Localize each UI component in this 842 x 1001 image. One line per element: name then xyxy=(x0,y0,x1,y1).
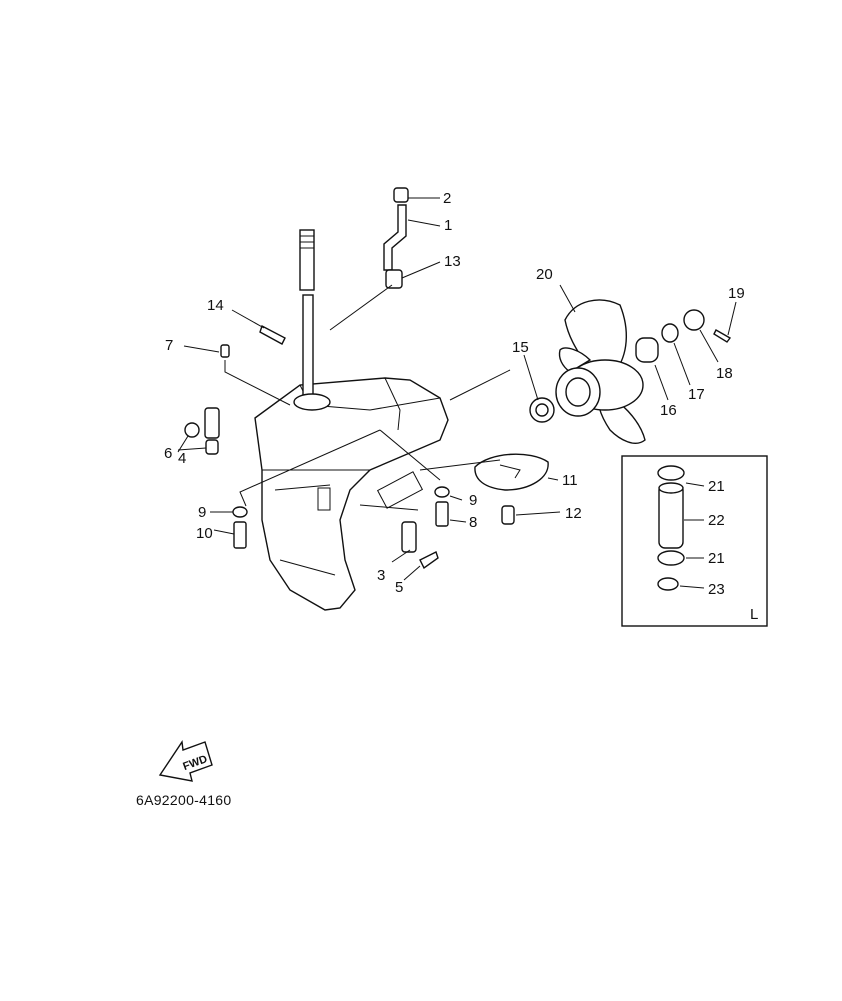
label-4: 4 xyxy=(178,450,186,467)
label-6: 6 xyxy=(164,445,172,462)
inset-box xyxy=(621,455,768,627)
diagram-code: 6A92200-4160 xyxy=(136,792,232,808)
label-1: 1 xyxy=(444,217,452,234)
label-16: 16 xyxy=(660,402,677,419)
propeller xyxy=(555,299,646,444)
label-14: 14 xyxy=(207,297,224,314)
lower-casing xyxy=(254,377,449,611)
label-13: 13 xyxy=(444,253,461,270)
label-11: 11 xyxy=(562,472,578,489)
drive-shaft xyxy=(293,229,331,411)
label-19: 19 xyxy=(728,285,745,302)
label-22: 22 xyxy=(708,512,725,529)
label-10: 10 xyxy=(196,525,213,542)
fasteners xyxy=(184,324,450,570)
label-15: 15 xyxy=(512,339,529,356)
label-8: 8 xyxy=(469,514,477,531)
leader-lines xyxy=(177,197,737,581)
part-labels: 2 1 13 14 7 6 4 9 10 9 8 3 5 11 12 15 20… xyxy=(164,190,758,623)
label-17: 17 xyxy=(688,386,705,403)
label-5: 5 xyxy=(395,579,403,596)
prop-hardware xyxy=(529,309,732,423)
inset-label: L xyxy=(750,606,758,623)
label-2: 2 xyxy=(443,190,451,207)
label-9-right: 9 xyxy=(469,492,477,509)
shift-rod xyxy=(383,187,409,289)
fwd-arrow: FWD xyxy=(158,740,213,782)
label-9-left: 9 xyxy=(198,504,206,521)
label-12: 12 xyxy=(565,505,582,522)
label-21-bottom: 21 xyxy=(708,550,725,567)
label-20: 20 xyxy=(536,266,553,283)
label-7: 7 xyxy=(165,337,173,354)
label-23: 23 xyxy=(708,581,725,598)
label-3: 3 xyxy=(377,567,385,584)
anode-plate xyxy=(474,453,549,525)
label-18: 18 xyxy=(716,365,733,382)
label-21-top: 21 xyxy=(708,478,725,495)
